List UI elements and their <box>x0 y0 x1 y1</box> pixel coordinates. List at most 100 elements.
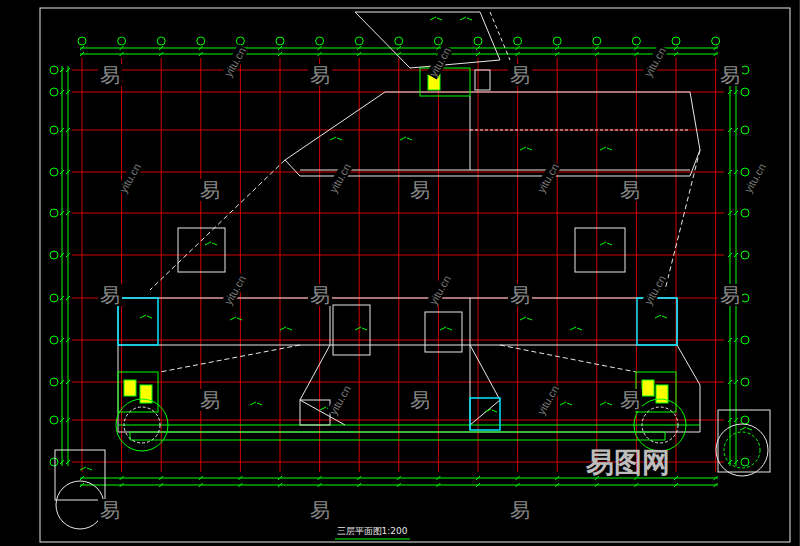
note-mark <box>607 243 612 245</box>
note-mark <box>467 18 472 20</box>
wall-line <box>470 96 471 170</box>
watermark: 易图网 <box>586 448 670 479</box>
wall-line <box>300 170 690 171</box>
dimension-tick <box>199 52 203 56</box>
axis-bubble <box>50 458 58 466</box>
watermark: 易 <box>198 179 222 201</box>
dimension-tick <box>66 211 70 215</box>
note-mark <box>147 316 152 318</box>
axis-bubble <box>741 378 749 386</box>
note-mark <box>577 328 582 330</box>
axis-bubble <box>741 458 749 466</box>
note-mark <box>205 242 211 245</box>
dimension-tick <box>357 476 361 480</box>
dimension-tick <box>80 476 84 480</box>
stair-fill <box>656 385 668 403</box>
round-stair <box>56 481 104 529</box>
dimension-tick <box>60 460 64 464</box>
core-box <box>333 305 370 355</box>
note-mark <box>655 315 661 318</box>
dimension-tick <box>60 418 64 422</box>
watermark: 易 <box>618 389 642 411</box>
note-mark <box>337 138 342 140</box>
note-mark <box>607 148 612 150</box>
note-mark <box>437 18 442 20</box>
axis-bubble <box>50 126 58 134</box>
dimension-tick <box>516 483 520 487</box>
axis-bubble <box>316 37 324 45</box>
dimension-tick <box>60 170 64 174</box>
watermark: 易 <box>508 64 532 86</box>
dimension-tick <box>634 46 638 50</box>
dimension-tick <box>674 476 678 480</box>
axis-bubble <box>672 37 680 45</box>
dimension-tick <box>476 46 480 50</box>
dimension-tick <box>516 52 520 56</box>
dimension-tick <box>734 418 738 422</box>
note-mark <box>237 318 242 320</box>
axis-bubble <box>78 37 86 45</box>
dimension-tick <box>734 170 738 174</box>
dimension-tick <box>80 52 84 56</box>
dimension-tick <box>397 483 401 487</box>
dimension-line <box>736 66 737 466</box>
dimension-tick <box>728 128 732 132</box>
dimension-tick <box>66 253 70 257</box>
dimension-tick <box>595 46 599 50</box>
note-mark <box>520 317 526 320</box>
wall-line <box>470 130 690 131</box>
dimension-tick <box>66 90 70 94</box>
axis-bubble <box>197 37 205 45</box>
watermark: 易 <box>408 389 432 411</box>
axis-line <box>280 58 281 472</box>
note-mark <box>740 427 746 430</box>
roof-line <box>160 345 300 372</box>
wall-strip <box>130 432 665 440</box>
dimension-tick <box>80 483 84 487</box>
dimension-tick <box>714 483 718 487</box>
dimension-tick <box>734 338 738 342</box>
note-mark <box>662 316 667 318</box>
note-mark <box>212 243 217 245</box>
note-mark <box>492 410 497 412</box>
note-mark <box>400 137 406 140</box>
annex-box <box>55 450 105 500</box>
axis-bubble <box>741 66 749 74</box>
dimension-tick <box>159 52 163 56</box>
shaft-box <box>575 228 625 272</box>
axis-bubble <box>593 37 601 45</box>
axis-bubble <box>741 126 749 134</box>
cyan-room <box>118 298 158 345</box>
note-mark <box>600 402 606 405</box>
dimension-tick <box>120 52 124 56</box>
axis-bubble <box>514 37 522 45</box>
dimension-tick <box>159 46 163 50</box>
axis-bubble <box>50 209 58 217</box>
watermark: 易 <box>308 284 332 306</box>
dimension-tick <box>476 483 480 487</box>
dimension-tick <box>60 68 64 72</box>
dimension-tick <box>318 476 322 480</box>
dimension-tick <box>278 476 282 480</box>
dimension-tick <box>318 52 322 56</box>
dimension-tick <box>66 418 70 422</box>
dimension-tick <box>159 483 163 487</box>
dimension-tick <box>120 46 124 50</box>
dimension-tick <box>80 46 84 50</box>
axis-bubble <box>741 416 749 424</box>
axis-bubble <box>741 294 749 302</box>
axis-bubble <box>741 209 749 217</box>
dimension-tick <box>60 253 64 257</box>
dimension-tick <box>199 476 203 480</box>
axis-bubble <box>741 251 749 259</box>
stair-fill <box>642 380 654 396</box>
cyan-room <box>470 398 500 430</box>
axis-line <box>72 70 724 71</box>
dimension-tick <box>60 296 64 300</box>
note-mark <box>447 328 452 330</box>
note-mark <box>330 137 336 140</box>
dimension-tick <box>555 46 559 50</box>
note-mark <box>607 403 612 405</box>
dimension-tick <box>66 338 70 342</box>
